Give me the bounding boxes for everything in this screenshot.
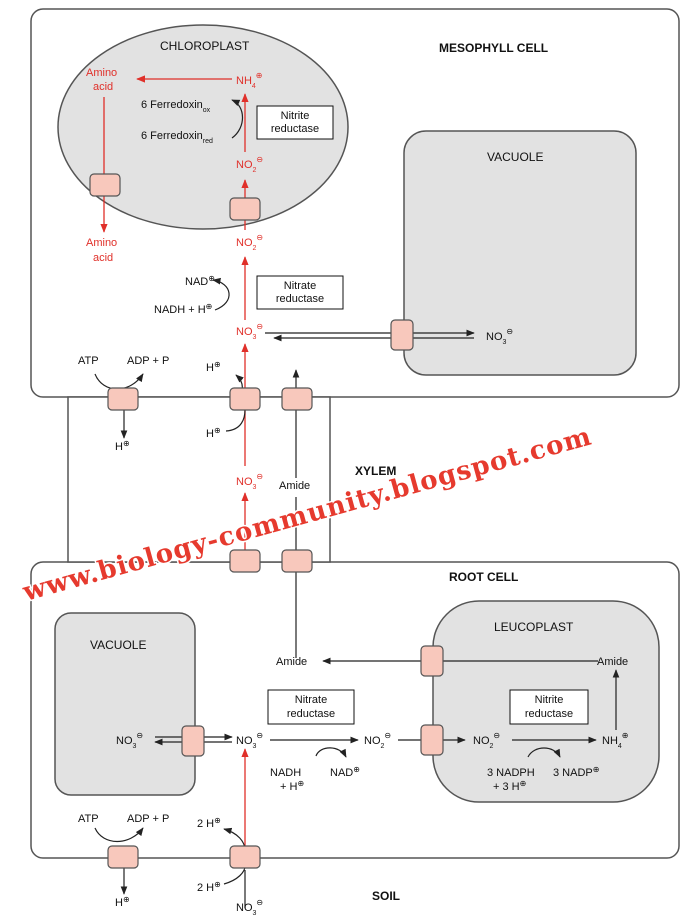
transporter-root-nitrate-out <box>229 549 261 573</box>
2h-soil: 2 H⊕ <box>197 880 221 894</box>
transporter-vacuole-bottom <box>181 725 205 757</box>
no3-vacuole-bottom: NO3⊖ <box>116 731 143 750</box>
amide-leucoplast: Amide <box>597 656 628 668</box>
no3-mesophyll: NO3⊖ <box>236 322 263 341</box>
ferredoxin-red: 6 Ferredoxinred <box>141 130 213 145</box>
nitrate-reductase-root: Nitrate reductase <box>267 689 355 725</box>
svg-text:NADH: NADH <box>270 767 301 779</box>
h-xylem: H⊕ <box>206 426 221 440</box>
svg-text:Amino: Amino <box>86 67 117 79</box>
transporter-root-amide-out <box>281 549 313 573</box>
chloroplast <box>57 24 349 230</box>
nad-mesophyll: NAD⊕ <box>185 274 215 288</box>
nadh-mesophyll: NADH + H⊕ <box>154 302 212 316</box>
nadh-root: NADH + H⊕ <box>270 767 304 793</box>
amide-xylem: Amide <box>279 480 310 492</box>
adp-mesophyll: ADP + P <box>127 355 169 367</box>
transporter-leucoplast-nitrite <box>420 724 444 756</box>
adp-root: ADP + P <box>127 813 169 825</box>
no3-soil: NO3⊖ <box>236 898 263 917</box>
xylem <box>67 396 331 563</box>
vacuole-bottom-label: VACUOLE <box>90 638 146 652</box>
2h-top-root: 2 H⊕ <box>197 816 221 830</box>
xylem-label: XYLEM <box>355 464 396 478</box>
transporter-vacuole-top <box>390 319 414 351</box>
transporter-root-atpase <box>107 845 139 869</box>
ferredoxin-ox: 6 Ferredoxinox <box>141 99 211 114</box>
no3-xylem: NO3⊖ <box>236 472 263 491</box>
svg-text:Nitrite: Nitrite <box>535 694 564 706</box>
svg-text:acid: acid <box>93 252 113 264</box>
amino-acid-cytosol: Amino acid <box>86 237 117 264</box>
atp-root: ATP <box>78 813 99 825</box>
transporters <box>89 173 444 869</box>
nadph-leucoplast: 3 NADPH + 3 H⊕ <box>487 767 535 793</box>
nitrate-reductase-mesophyll: Nitrate reductase <box>256 275 344 310</box>
transporter-mesophyll-amide <box>281 387 313 411</box>
svg-text:Nitrite: Nitrite <box>281 110 310 122</box>
svg-text:acid: acid <box>93 81 113 93</box>
svg-text:3 NADPH: 3 NADPH <box>487 767 535 779</box>
svg-text:reductase: reductase <box>276 293 324 305</box>
vacuole-bottom <box>54 612 196 796</box>
chloroplast-label: CHLOROPLAST <box>160 39 250 53</box>
transporter-mesophyll-atpase <box>107 387 139 411</box>
svg-text:Amino: Amino <box>86 237 117 249</box>
nh4-leucoplast: NH4⊕ <box>602 731 629 750</box>
svg-text:+ H⊕: + H⊕ <box>280 779 304 793</box>
no2-chloroplast: NO2⊖ <box>236 155 263 174</box>
h-out-mesophyll: H⊕ <box>115 439 130 453</box>
svg-text:Nitrate: Nitrate <box>284 280 316 292</box>
root-cell-label: ROOT CELL <box>449 570 518 584</box>
nitrite-reductase-chloroplast: Nitrite reductase <box>256 105 334 140</box>
h-top-mesophyll: H⊕ <box>206 360 221 374</box>
vacuole-top-label: VACUOLE <box>487 150 543 164</box>
svg-text:reductase: reductase <box>525 708 573 720</box>
svg-text:+ 3 H⊕: + 3 H⊕ <box>493 779 526 793</box>
svg-text:reductase: reductase <box>271 123 319 135</box>
no2-leucoplast: NO2⊖ <box>473 731 500 750</box>
vacuole-top <box>403 130 637 376</box>
amide-root: Amide <box>276 656 307 668</box>
transporter-root-nitrate-in <box>229 845 261 869</box>
transporter-chloroplast-amino-acid <box>89 173 121 197</box>
transporter-leucoplast-amide <box>420 645 444 677</box>
mesophyll-cell-label: MESOPHYLL CELL <box>439 41 548 55</box>
nitrite-reductase-leucoplast: Nitrite reductase <box>509 689 589 725</box>
svg-text:Nitrate: Nitrate <box>295 694 327 706</box>
nad-root: NAD⊕ <box>330 765 360 779</box>
no2-cytosol: NO2⊖ <box>236 233 263 252</box>
no3-root: NO3⊖ <box>236 731 263 750</box>
svg-text:reductase: reductase <box>287 708 335 720</box>
transporter-mesophyll-nitrate <box>229 387 261 411</box>
amino-acid-chloroplast: Amino acid <box>86 67 117 93</box>
h-out-root: H⊕ <box>115 895 130 909</box>
leucoplast-label: LEUCOPLAST <box>494 620 574 634</box>
nadp-leucoplast: 3 NADP⊕ <box>553 765 599 779</box>
atp-mesophyll: ATP <box>78 355 99 367</box>
black-arrows <box>94 99 620 908</box>
transporter-chloroplast-nitrite <box>229 197 261 221</box>
no2-root: NO2⊖ <box>364 731 391 750</box>
no3-vacuole-top: NO3⊖ <box>486 327 513 346</box>
nh4-chloroplast: NH4⊕ <box>236 71 263 90</box>
soil-label: SOIL <box>372 889 400 903</box>
